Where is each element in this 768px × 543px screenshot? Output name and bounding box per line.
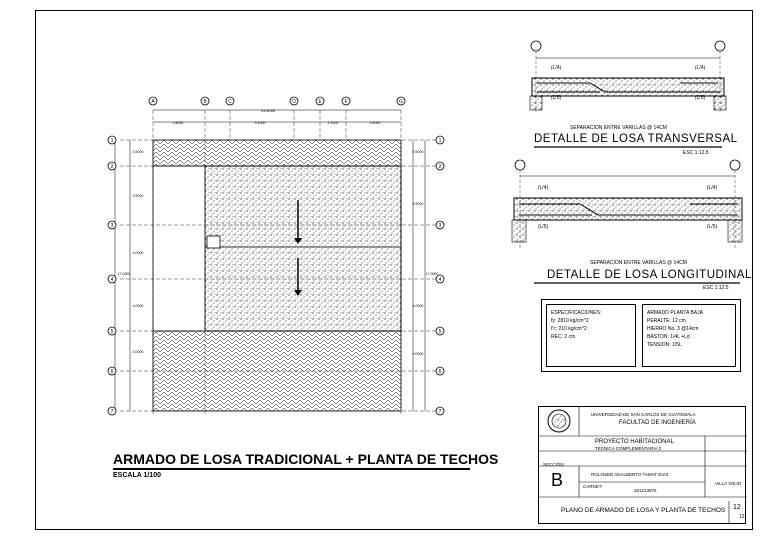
axis-label: 4 xyxy=(111,277,114,283)
dim-label: (L/5) xyxy=(538,224,549,230)
axis-label: 5 xyxy=(111,329,114,335)
plan-title: ARMADO DE LOSA TRADICIONAL + PLANTA DE T… xyxy=(113,451,499,467)
dim-label: (L/4) xyxy=(538,185,549,191)
axis-label: C xyxy=(228,99,232,105)
svg-text:1.8000: 1.8000 xyxy=(173,121,184,125)
university-name: UNIVERSIDAD DE SAN CARLOS DE GUATEMALA xyxy=(591,412,696,417)
grid-axis-side xyxy=(107,135,445,416)
carnet-number: 201213976 xyxy=(634,488,657,493)
svg-text:14.6000: 14.6000 xyxy=(261,108,276,113)
dim-label: (L/4) xyxy=(707,185,718,191)
dim-label: (L/4) xyxy=(695,65,706,71)
axis-label: 4 xyxy=(439,277,442,283)
svg-text:2.1000: 2.1000 xyxy=(328,121,339,125)
spec-line: fy: 2810 kg/cm^2 xyxy=(551,318,589,324)
spec-line: f'c: 210 kg/cm^2 xyxy=(551,326,587,332)
svg-text:4.0000: 4.0000 xyxy=(413,304,424,308)
reinforcement-specs: ARMADO PLANTA BAJA PERALTE: 12 cm HIERRO… xyxy=(642,304,736,367)
svg-text:3.9000: 3.9000 xyxy=(133,194,144,198)
axis-label: A xyxy=(151,99,155,105)
svg-text:17.0000: 17.0000 xyxy=(426,272,439,276)
spec-line: BASTON: 1/4L +Ld xyxy=(647,334,690,340)
spec-line: HIERRO No. 3 @14cm xyxy=(647,326,699,332)
axis-label: E xyxy=(318,99,322,105)
roof-hatch-top xyxy=(152,139,402,167)
svg-text:3.1000: 3.1000 xyxy=(255,121,266,125)
axis-label: 2 xyxy=(439,164,442,170)
axis-label: B xyxy=(203,99,207,105)
longitudinal-separation: SEPARACION ENTRE VARILLAS @ 14CM xyxy=(590,260,687,266)
axis-label: 2 xyxy=(111,164,114,170)
grid-axis-top xyxy=(148,96,406,106)
section-label: SECCIÓN: xyxy=(543,462,565,467)
svg-text:3.0000: 3.0000 xyxy=(413,352,424,356)
svg-text:4.0000: 4.0000 xyxy=(133,304,144,308)
svg-text:5.9000: 5.9000 xyxy=(413,202,424,206)
svg-text:3.5000: 3.5000 xyxy=(370,121,381,125)
spec-line: REC: 2 cm xyxy=(551,334,576,340)
dim-label: (L/5) xyxy=(707,224,718,230)
dim-label: (L/4) xyxy=(551,65,562,71)
project-name: PROYECTO HABITACIONAL xyxy=(595,439,674,445)
axis-label: 6 xyxy=(111,369,114,375)
axis-label: 5 xyxy=(439,329,442,335)
specifications-box: ESPECIFICACIONES: fy: 2810 kg/cm^2 f'c: … xyxy=(541,299,741,372)
faculty-name: FACULTAD DE INGENIERÍA xyxy=(619,420,696,426)
sheet-border xyxy=(35,10,753,530)
axis-label: G xyxy=(399,99,403,105)
student-name: ROLANDO ADALBERTO TAMAT DIAZ xyxy=(591,472,669,477)
sheet-number: 12 xyxy=(733,504,741,511)
svg-text:3.9000: 3.9000 xyxy=(133,150,144,154)
axis-label: 1 xyxy=(111,138,114,144)
axis-label: 1 xyxy=(439,138,442,144)
slab-concrete xyxy=(204,165,402,332)
axis-label: 7 xyxy=(439,409,442,415)
svg-text:3.9000: 3.9000 xyxy=(413,150,424,154)
axis-label: 3 xyxy=(111,223,114,229)
sheet-total: 12 xyxy=(739,514,745,520)
material-specs: ESPECIFICACIONES: fy: 2810 kg/cm^2 f'c: … xyxy=(546,304,636,367)
open-area xyxy=(152,165,206,332)
longitudinal-title: DETALLE DE LOSA LONGITUDINAL xyxy=(547,269,752,281)
longitudinal-scale: ESC 1:12.5 xyxy=(703,285,729,291)
detail-longitudinal-drawing xyxy=(511,159,743,250)
spec-line: TENSION: 1/5L xyxy=(647,342,682,348)
title-underline xyxy=(113,468,470,470)
axis-label: F xyxy=(344,99,347,105)
dim-label: (L/5) xyxy=(695,95,706,101)
detail-transversal-drawing xyxy=(529,40,727,112)
axis-label: 3 xyxy=(439,223,442,229)
carnet-label: CARNET: xyxy=(583,484,603,489)
specs-heading: ARMADO PLANTA BAJA xyxy=(647,310,704,316)
location: VILLA VIEJO xyxy=(715,481,742,486)
svg-text:17.0000: 17.0000 xyxy=(118,272,131,276)
axis-label: 6 xyxy=(439,369,442,375)
plan-scale: ESCALA 1/100 xyxy=(113,472,161,479)
axis-label: D xyxy=(292,99,296,105)
dim-label: (L/5) xyxy=(551,95,562,101)
svg-text:4.0000: 4.0000 xyxy=(133,251,144,255)
axis-label: 7 xyxy=(111,409,114,415)
sheet-title: PLANO DE ARMADO DE LOSA Y PLANTA DE TECH… xyxy=(561,507,726,514)
transversal-scale: ESC 1:12.5 xyxy=(683,150,709,156)
section-letter: B xyxy=(551,470,564,490)
title-block: UNIVERSIDAD DE SAN CARLOS DE GUATEMALA F… xyxy=(538,406,747,524)
svg-text:3.0000: 3.0000 xyxy=(133,350,144,354)
spec-line: PERALTE: 12 cm xyxy=(647,318,686,324)
transversal-separation: SEPARACION ENTRE VARILLAS @ 14CM xyxy=(570,125,667,131)
transversal-title: DETALLE DE LOSA TRANSVERSAL xyxy=(534,133,738,145)
course-name: TÉCNICA COMPLEMENTARIA 2 xyxy=(595,446,662,451)
specs-heading: ESPECIFICACIONES: xyxy=(551,310,602,316)
